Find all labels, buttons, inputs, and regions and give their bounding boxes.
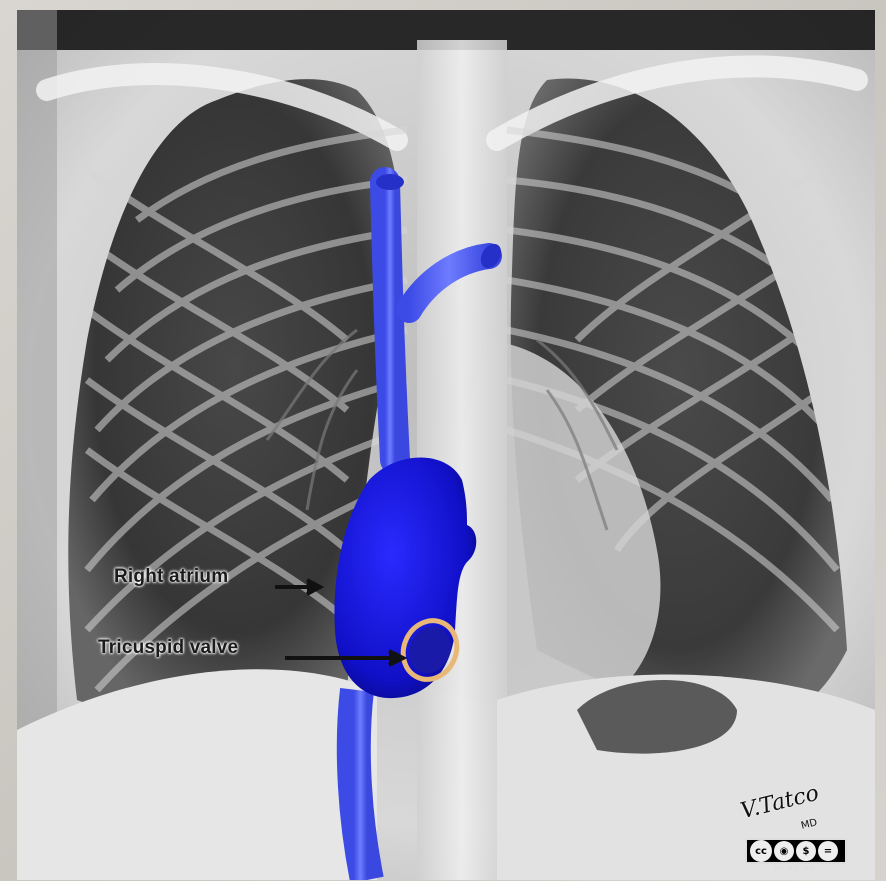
license-terms: BY NC ND (774, 865, 816, 873)
noncommercial-icon: $ (796, 841, 816, 861)
cc-icon: cc (750, 840, 772, 862)
right-atrium-label: Right atrium (114, 566, 228, 588)
chest-xray (17, 10, 875, 880)
tricuspid-valve-label: Tricuspid valve (98, 637, 238, 659)
attribution-icon: ◉ (774, 841, 794, 861)
noderivatives-icon: = (818, 841, 838, 861)
creative-commons-badge: cc ◉ $ = (745, 838, 847, 864)
xray-drawing (17, 10, 875, 880)
